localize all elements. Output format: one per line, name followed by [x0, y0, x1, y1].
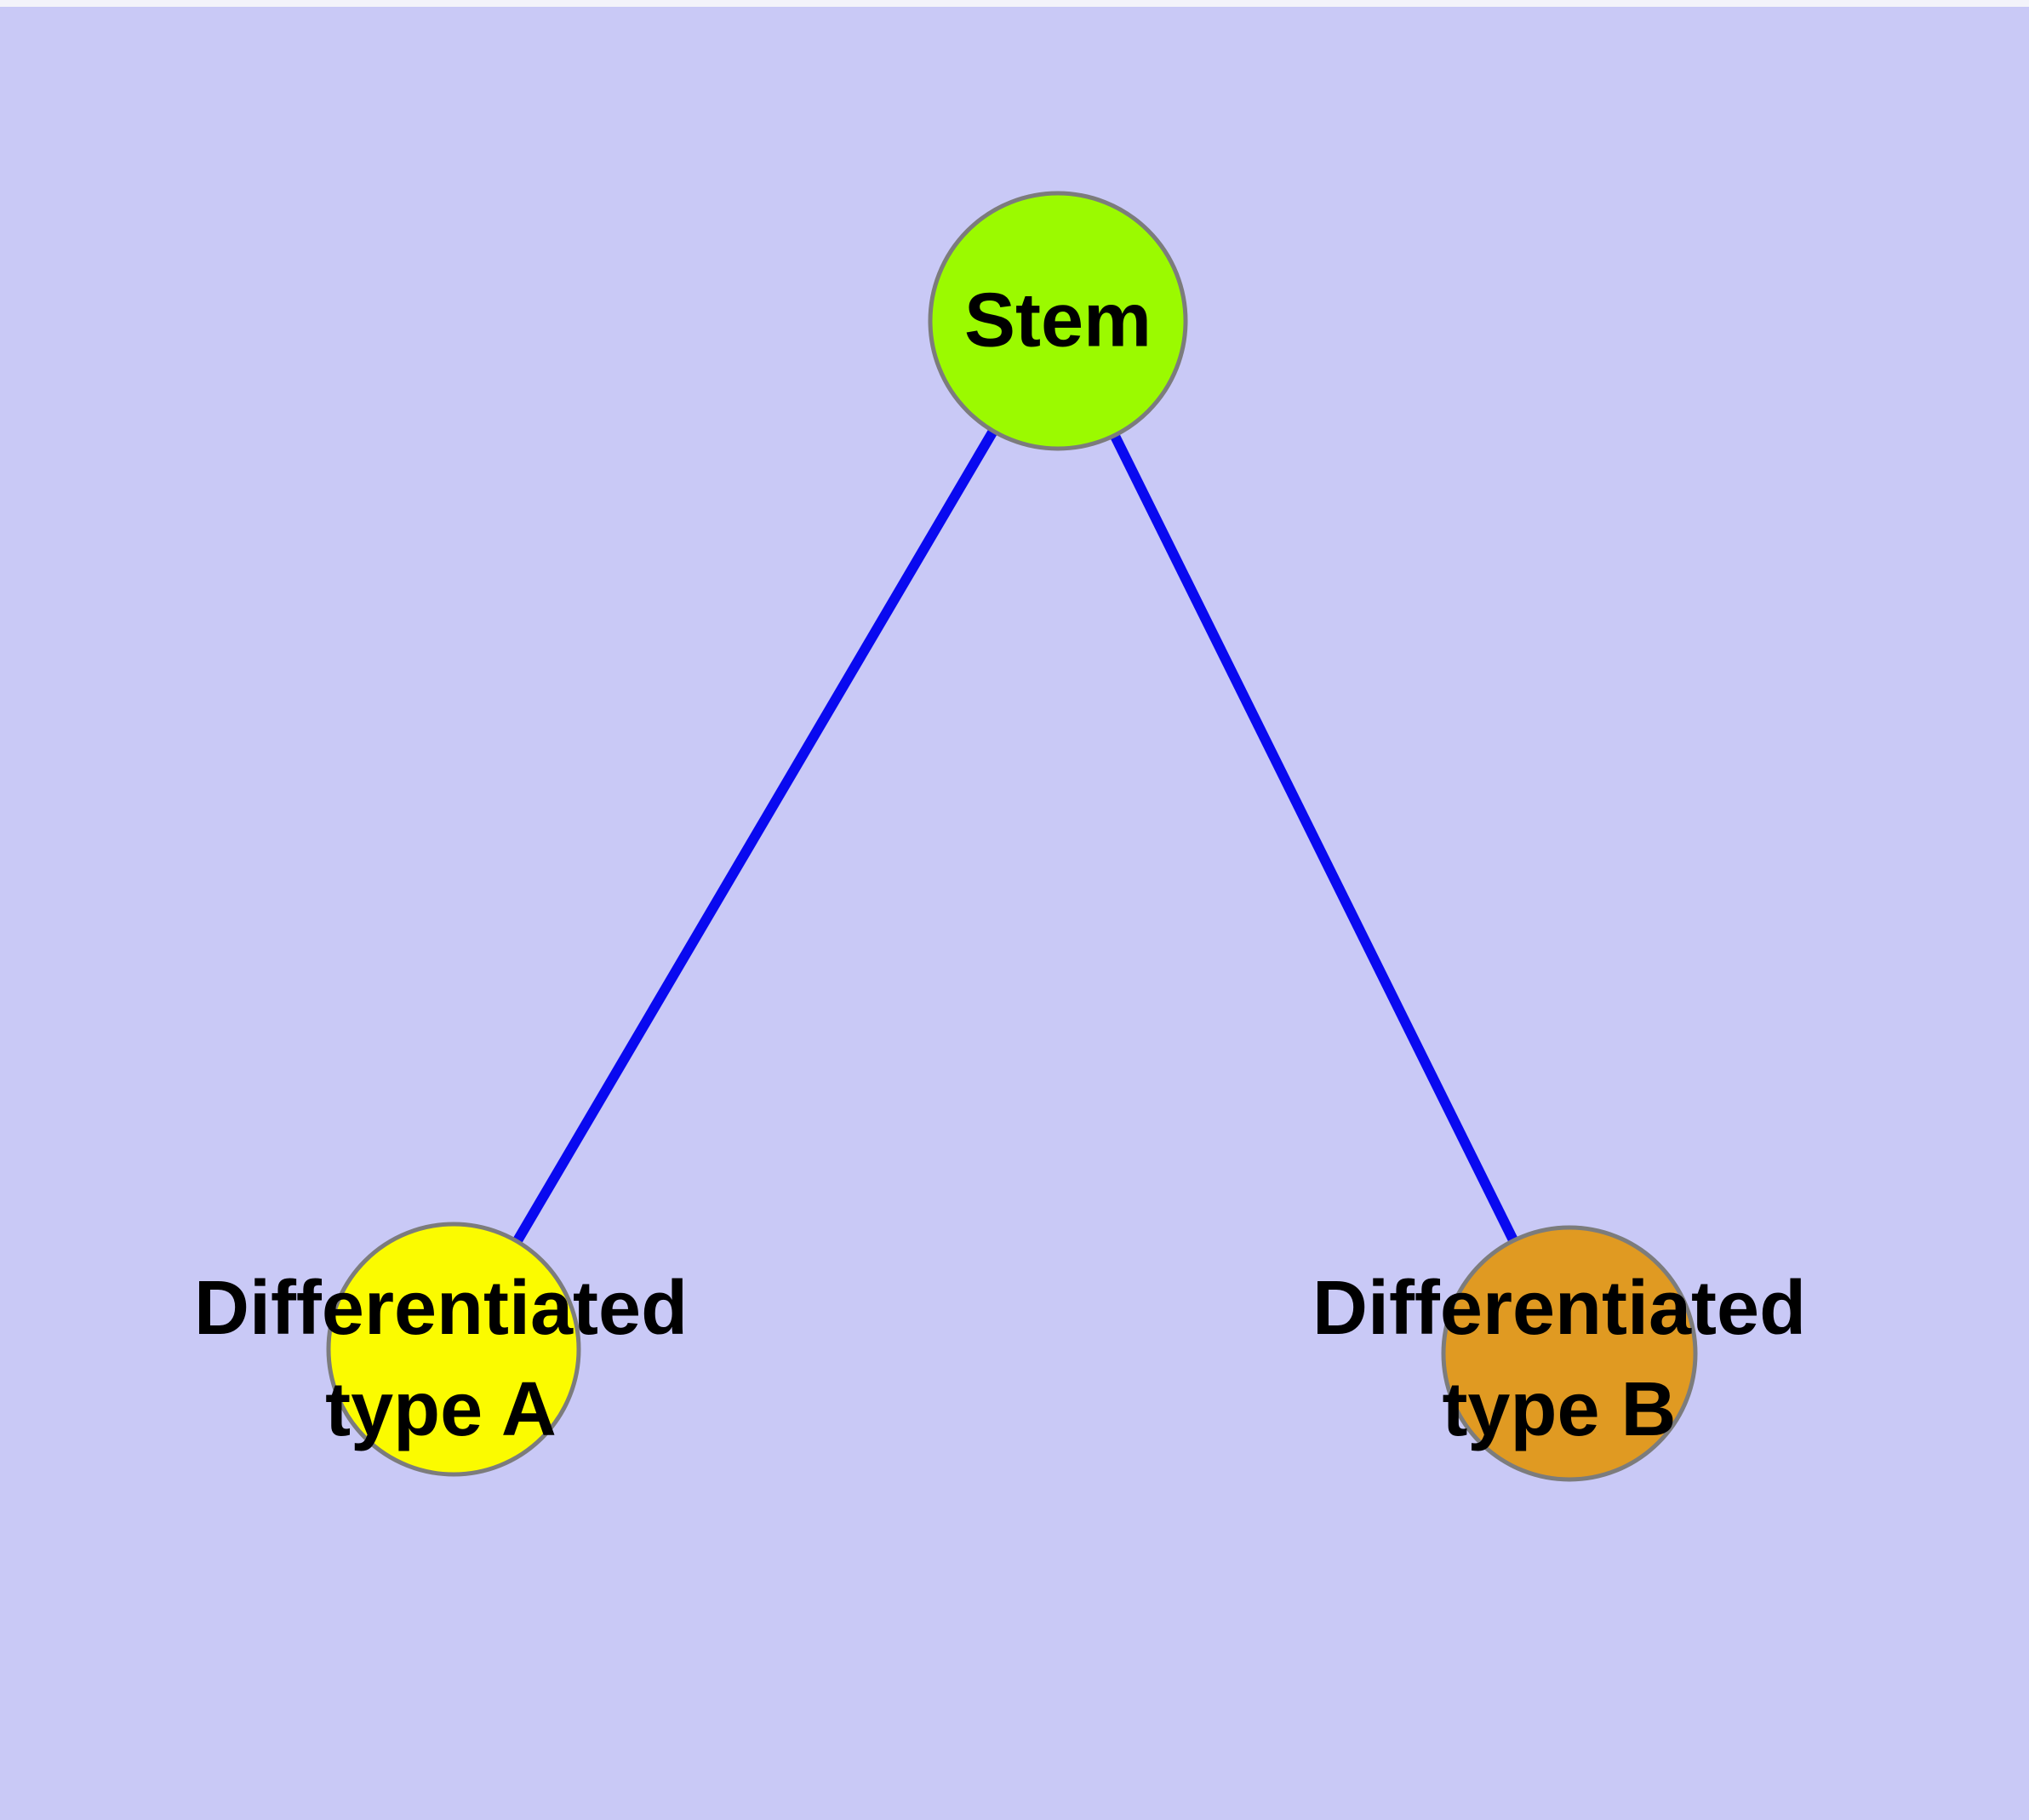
node-label-type-a-line1: Differentiated: [193, 1266, 689, 1351]
node-label-type-a-line2: type A: [325, 1367, 557, 1452]
node-stem-circle[interactable]: [928, 191, 1188, 451]
node-type-a-circle[interactable]: [326, 1222, 581, 1477]
node-label-stem: Stem: [964, 271, 1152, 372]
node-label-type-a: Differentiated type A: [194, 1258, 688, 1461]
node-label-stem-text: Stem: [963, 278, 1152, 363]
edge-stem-to-type-a: [449, 318, 1063, 1353]
node-type-b-circle[interactable]: [1441, 1225, 1698, 1482]
window-top-edge: [0, 0, 2029, 7]
node-label-type-b-line2: type B: [1442, 1367, 1677, 1452]
node-label-type-b-line1: Differentiated: [1312, 1266, 1807, 1351]
edge-stem-to-type-b: [1053, 318, 1575, 1356]
node-label-type-b: Differentiated type B: [1312, 1258, 1806, 1461]
